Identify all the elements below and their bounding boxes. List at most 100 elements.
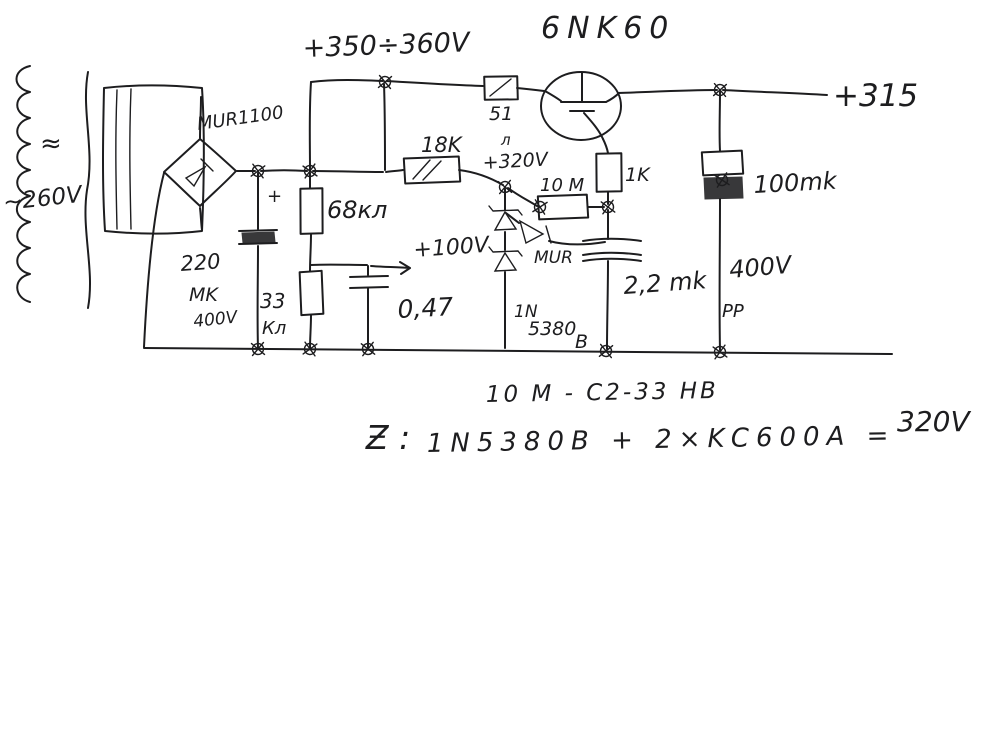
r1k-body: [595, 152, 623, 193]
secondary-loop-2: [129, 88, 132, 230]
label-r51-sub: л: [500, 131, 511, 149]
note-zener-result: 320V: [897, 405, 971, 438]
label-zener-line2: 5380: [528, 318, 576, 340]
wire-100v-arrow: [370, 261, 411, 275]
wire-mid-rail-3: [312, 170, 384, 173]
note-zener-symbol: Ƶ :: [365, 418, 410, 457]
wire-33k-bottom: [309, 314, 312, 349]
tube-6nk60: [540, 71, 622, 141]
wire-top-rail-3: [516, 87, 545, 92]
wire-68k-33k: [309, 233, 312, 272]
label-c22-value: 2,2 mk: [622, 266, 708, 300]
label-v320: +320V: [482, 149, 550, 174]
label-r18k: 18K: [421, 133, 464, 157]
wire-bridge-return: [143, 172, 165, 348]
diode-mur: [518, 219, 552, 245]
label-r1k: 1K: [625, 164, 651, 186]
core-line: [84, 71, 91, 309]
label-c100-type: PP: [722, 301, 744, 322]
label-output-voltage: +315: [833, 78, 918, 114]
c22-plate-bottom1: [582, 251, 642, 256]
label-ac-tilde: ≈: [40, 129, 62, 159]
zener2-triangle: [493, 251, 518, 272]
label-c220-voltage: 400V: [192, 307, 239, 332]
resistor-1k: [595, 152, 623, 193]
c100-body: [700, 149, 745, 177]
label-c220-value: 220: [180, 249, 222, 276]
label-c220-unit: MK: [189, 284, 219, 306]
label-r68k: 68кл: [327, 196, 387, 224]
label-zener-line3: B: [575, 331, 588, 353]
tube-grid-entry: [544, 90, 562, 102]
c220-plate-bottom: [238, 242, 278, 245]
resistor-18k: [402, 155, 462, 185]
c047-plate-bottom: [349, 286, 389, 289]
label-c047: 0,47: [397, 292, 454, 324]
secondary-loop-1: [115, 89, 118, 230]
bridge-rectifier: [163, 138, 237, 207]
r18k-body: [402, 155, 462, 185]
mur-bar: [545, 225, 552, 244]
wire-top-rail-2: [386, 80, 484, 87]
capacitor-220uf: [238, 229, 278, 245]
label-bridge-part: MUR1100: [196, 102, 285, 135]
zener-stack: [488, 205, 523, 272]
label-c22-voltage: 400V: [728, 251, 794, 284]
label-r33k-unit: Кл: [262, 318, 286, 339]
labels: +350÷360V 6NK60 +315 ≈ ~260V MUR1100 220…: [2, 11, 918, 353]
note-resistor-type: 10 M - C2-33 HB: [486, 378, 719, 408]
wire-top-rail-4: [617, 89, 718, 94]
label-r51: 51: [489, 103, 513, 125]
label-r10m: 10 M: [540, 175, 585, 196]
label-mains-voltage: ~260V: [2, 182, 85, 216]
wires: [143, 79, 893, 355]
label-zener-line1: 1N: [514, 302, 538, 322]
wire-18k-feed: [383, 83, 386, 171]
c220-plate-top: [238, 229, 278, 232]
c22-plate-bottom2: [582, 257, 642, 262]
wire-top-rail-1: [310, 79, 384, 83]
bridge-diode-triangle: [184, 165, 207, 188]
zener1-triangle: [493, 210, 518, 231]
wire-secondary-bridge-top: [199, 96, 202, 139]
label-diode-mur: MUR: [534, 248, 573, 268]
wire-mur-right: [548, 240, 606, 246]
wire-mid-rail-4: [385, 169, 404, 173]
r33k-body: [298, 269, 325, 317]
wire-mid-rail-2: [260, 169, 308, 172]
r51-body: [483, 75, 519, 101]
r68k-body: [299, 187, 324, 235]
bridge-diode-bar: [200, 158, 214, 172]
label-polarity-plus: +: [267, 186, 282, 207]
notes: 10 M - C2-33 HB Ƶ : 1N5380B + 2×KC600A =…: [365, 378, 971, 459]
bridge-diamond: [163, 138, 237, 207]
label-testpoint-100v: +100V: [413, 233, 492, 263]
tube-envelope: [540, 71, 622, 141]
c047-plate-top: [349, 275, 389, 278]
capacitor-100uf: [700, 149, 745, 200]
wire-bottom-rail: [143, 347, 893, 355]
primary-coil: [15, 65, 31, 303]
tube-plate-exit: [605, 92, 620, 103]
label-c100: 100mk: [753, 167, 839, 199]
capacitor-2-2uf: [582, 237, 642, 262]
capacitor-047uf: [349, 275, 389, 289]
wire-1k-top: [602, 138, 609, 154]
label-rail-voltage: +350÷360V: [302, 27, 472, 64]
secondary-coil: [102, 84, 205, 235]
r18k-scribble: [412, 159, 442, 181]
resistor-68k: [299, 187, 324, 235]
wire-10m-left: [507, 187, 538, 207]
note-zener-formula: 1N5380B + 2×KC600A =: [427, 421, 896, 459]
wire-secondary-bridge-bottom: [199, 207, 203, 231]
wire-mur-left: [505, 212, 520, 224]
resistor-51: [483, 75, 519, 101]
tube-cathode-exit: [583, 112, 604, 140]
r51-scribble: [489, 78, 512, 97]
wire-top-rail-5: [722, 89, 828, 96]
wire-c22-bottom: [606, 260, 609, 350]
mur-triangle: [518, 219, 545, 245]
label-tube-name: 6NK60: [541, 11, 675, 46]
resistor-33k: [298, 269, 325, 317]
